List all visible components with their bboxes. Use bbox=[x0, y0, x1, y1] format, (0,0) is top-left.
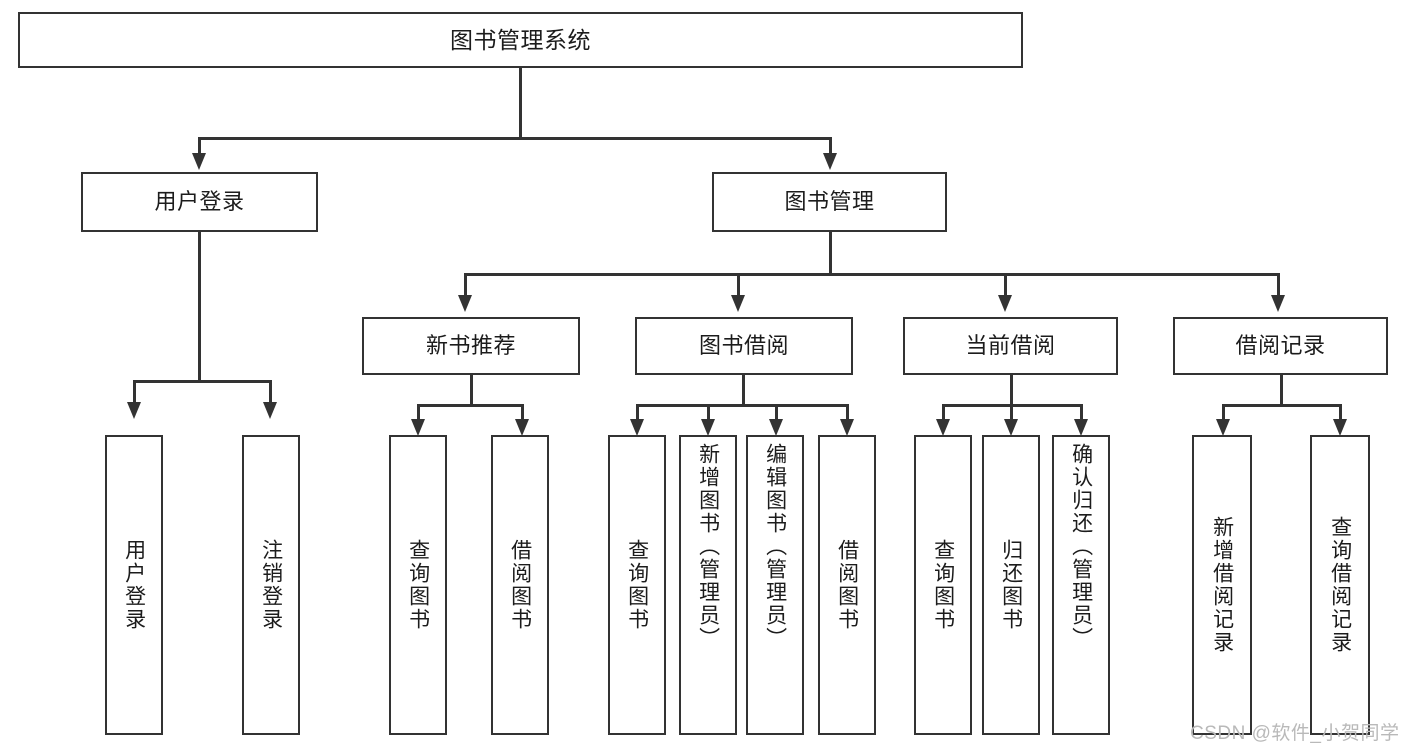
node-label: 注销登录 bbox=[259, 539, 283, 631]
connector-root-to-book-manage bbox=[829, 137, 832, 160]
connector-current-to-leaf-2 bbox=[1010, 404, 1013, 423]
node-label: 借阅图书 bbox=[835, 539, 859, 631]
arrow-to-leaf-user-login bbox=[127, 402, 141, 419]
connector-root-bus bbox=[198, 137, 831, 140]
node-label: 用户登录 bbox=[154, 189, 245, 215]
node-label: 当前借阅 bbox=[965, 333, 1056, 359]
leaf-edit-book[interactable]: 编辑图书（管理员） bbox=[746, 435, 804, 735]
arrow-to-leaf-add-book bbox=[701, 419, 715, 436]
connector-record-to-leaf-2 bbox=[1339, 404, 1342, 423]
arrow-to-book-manage bbox=[823, 153, 837, 170]
connector-user-login-bus bbox=[133, 380, 271, 383]
node-label: 图书管理系统 bbox=[450, 26, 591, 53]
arrow-to-user-login bbox=[192, 153, 206, 170]
connector-root-to-user-login bbox=[198, 137, 201, 160]
node-book-manage[interactable]: 图书管理 bbox=[712, 172, 947, 232]
node-label: 新书推荐 bbox=[425, 333, 516, 359]
node-label: 新增借阅记录 bbox=[1210, 516, 1234, 654]
leaf-add-record[interactable]: 新增借阅记录 bbox=[1192, 435, 1252, 735]
leaf-confirm-return[interactable]: 确认归还（管理员） bbox=[1052, 435, 1110, 735]
arrow-to-leaf-logout-login bbox=[263, 402, 277, 419]
node-label: 图书管理 bbox=[784, 189, 875, 215]
leaf-borrow-book-2[interactable]: 借阅图书 bbox=[818, 435, 876, 735]
node-label: 用户登录 bbox=[122, 539, 146, 631]
node-label: 编辑图书（管理员） bbox=[763, 443, 787, 650]
arrow-to-borrow-record bbox=[1271, 295, 1285, 312]
arrow-to-leaf-query-book-3 bbox=[936, 419, 950, 436]
connector-current-to-leaf-3 bbox=[1080, 404, 1083, 423]
node-label: 确认归还（管理员） bbox=[1069, 443, 1093, 650]
connector-bm-to-current bbox=[1004, 273, 1007, 298]
connector-borrow-to-leaf-2 bbox=[707, 404, 710, 423]
arrow-to-leaf-return-book bbox=[1004, 419, 1018, 436]
connector-record-bus bbox=[1222, 404, 1341, 407]
node-label: 查询图书 bbox=[625, 539, 649, 631]
connector-borrow-to-leaf-4 bbox=[846, 404, 849, 423]
connector-root-stem bbox=[519, 68, 522, 138]
node-label: 查询图书 bbox=[406, 539, 430, 631]
arrow-to-leaf-confirm-return bbox=[1074, 419, 1088, 436]
leaf-query-record[interactable]: 查询借阅记录 bbox=[1310, 435, 1370, 735]
leaf-borrow-book-1[interactable]: 借阅图书 bbox=[491, 435, 549, 735]
node-label: 查询图书 bbox=[931, 539, 955, 631]
arrow-to-leaf-edit-book bbox=[769, 419, 783, 436]
connector-recommend-stem bbox=[470, 375, 473, 406]
connector-record-stem bbox=[1280, 375, 1283, 406]
connector-current-to-leaf-1 bbox=[942, 404, 945, 423]
connector-current-stem bbox=[1010, 375, 1013, 406]
connector-recommend-bus bbox=[417, 404, 523, 407]
arrow-to-new-book-recommend bbox=[458, 295, 472, 312]
node-label: 归还图书 bbox=[999, 539, 1023, 631]
arrow-to-leaf-add-record bbox=[1216, 419, 1230, 436]
node-label: 新增图书（管理员） bbox=[696, 443, 720, 650]
connector-borrow-to-leaf-1 bbox=[636, 404, 639, 423]
leaf-query-book-3[interactable]: 查询图书 bbox=[914, 435, 972, 735]
connector-user-login-to-leaf-1 bbox=[133, 380, 136, 405]
arrow-to-book-borrow bbox=[731, 295, 745, 312]
arrow-to-leaf-query-book-2 bbox=[630, 419, 644, 436]
leaf-query-book-1[interactable]: 查询图书 bbox=[389, 435, 447, 735]
connector-bm-to-borrow bbox=[737, 273, 740, 298]
arrow-to-leaf-query-book-1 bbox=[411, 419, 425, 436]
connector-user-login-stem bbox=[198, 232, 201, 382]
node-label: 借阅图书 bbox=[508, 539, 532, 631]
node-label: 借阅记录 bbox=[1235, 333, 1326, 359]
connector-borrow-stem bbox=[742, 375, 745, 406]
node-user-login[interactable]: 用户登录 bbox=[81, 172, 318, 232]
connector-book-manage-stem bbox=[829, 232, 832, 275]
connector-borrow-bus bbox=[636, 404, 848, 407]
connector-bm-to-recommend bbox=[464, 273, 467, 298]
connector-bm-to-record bbox=[1277, 273, 1280, 298]
leaf-return-book[interactable]: 归还图书 bbox=[982, 435, 1040, 735]
arrow-to-current-borrow bbox=[998, 295, 1012, 312]
connector-borrow-to-leaf-3 bbox=[775, 404, 778, 423]
node-book-borrow[interactable]: 图书借阅 bbox=[635, 317, 853, 375]
connector-recommend-to-leaf-1 bbox=[417, 404, 420, 423]
node-borrow-record[interactable]: 借阅记录 bbox=[1173, 317, 1388, 375]
node-new-book-recommend[interactable]: 新书推荐 bbox=[362, 317, 580, 375]
connector-record-to-leaf-1 bbox=[1222, 404, 1225, 423]
leaf-user-login[interactable]: 用户登录 bbox=[105, 435, 163, 735]
leaf-query-book-2[interactable]: 查询图书 bbox=[608, 435, 666, 735]
node-label: 查询借阅记录 bbox=[1328, 516, 1352, 654]
leaf-add-book[interactable]: 新增图书（管理员） bbox=[679, 435, 737, 735]
watermark-text: CSDN @软件_小贺同学 bbox=[1190, 723, 1400, 744]
connector-book-manage-bus bbox=[464, 273, 1280, 276]
arrow-to-leaf-query-record bbox=[1333, 419, 1347, 436]
connector-recommend-to-leaf-2 bbox=[521, 404, 524, 423]
connector-user-login-to-leaf-2 bbox=[269, 380, 272, 405]
leaf-logout-login[interactable]: 注销登录 bbox=[242, 435, 300, 735]
node-root-book-management-system[interactable]: 图书管理系统 bbox=[18, 12, 1023, 68]
arrow-to-leaf-borrow-book-1 bbox=[515, 419, 529, 436]
node-label: 图书借阅 bbox=[698, 333, 789, 359]
node-current-borrow[interactable]: 当前借阅 bbox=[903, 317, 1118, 375]
arrow-to-leaf-borrow-book-2 bbox=[840, 419, 854, 436]
